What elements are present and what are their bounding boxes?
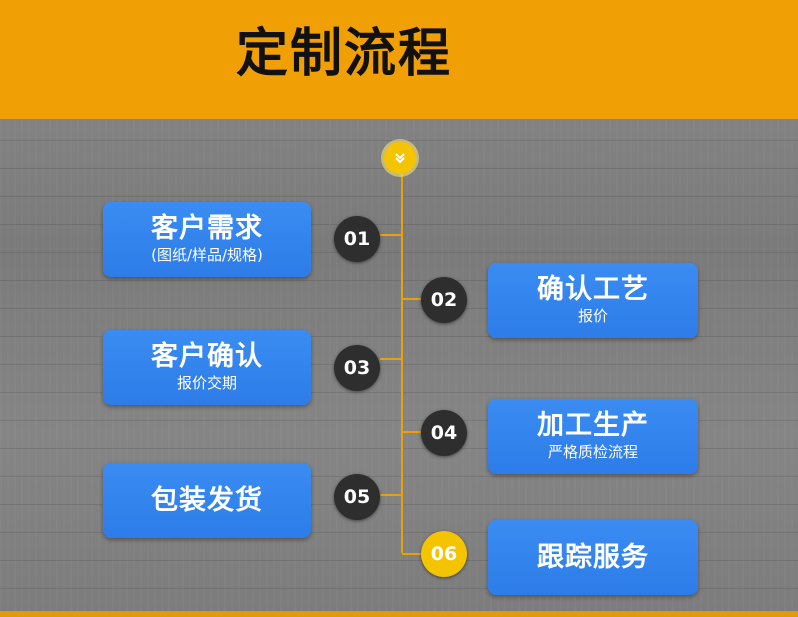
connector-05 [380,494,402,496]
header-banner: 定制流程 [0,0,798,120]
step-number-03: 03 [334,345,380,391]
page-title: 定制流程 [236,24,453,84]
bottom-bar [0,611,798,617]
step-title: 确认工艺 [537,274,649,306]
step-number-05: 05 [334,474,380,520]
step-title: 客户确认 [151,341,263,373]
step-title: 客户需求 [151,213,263,245]
timeline-line [401,162,403,553]
step-box-05: 包装发货 [103,463,311,538]
step-title: 包装发货 [151,484,263,516]
step-box-03: 客户确认 报价交期 [103,330,311,405]
step-subtitle: (图纸/样品/规格) [151,246,263,265]
step-box-06: 跟踪服务 [488,520,698,595]
connector-04 [402,431,422,433]
step-number-06: 06 [421,531,467,577]
step-box-04: 加工生产 严格质检流程 [488,399,698,474]
step-box-02: 确认工艺 报价 [488,263,698,338]
connector-06 [402,553,422,555]
connector-01 [380,234,402,236]
step-box-01: 客户需求 (图纸/样品/规格) [103,202,311,277]
chevron-down-icon [395,153,405,164]
step-number-01: 01 [334,216,380,262]
step-number-04: 04 [421,410,467,456]
step-title: 跟踪服务 [537,541,649,573]
connector-03 [380,358,402,360]
step-title: 加工生产 [537,410,649,442]
connector-02 [402,298,422,300]
step-number-02: 02 [421,277,467,323]
timeline-start-node [384,142,416,174]
step-subtitle: 报价交期 [176,374,237,393]
step-subtitle: 报价 [577,307,608,326]
step-subtitle: 严格质检流程 [547,443,638,462]
